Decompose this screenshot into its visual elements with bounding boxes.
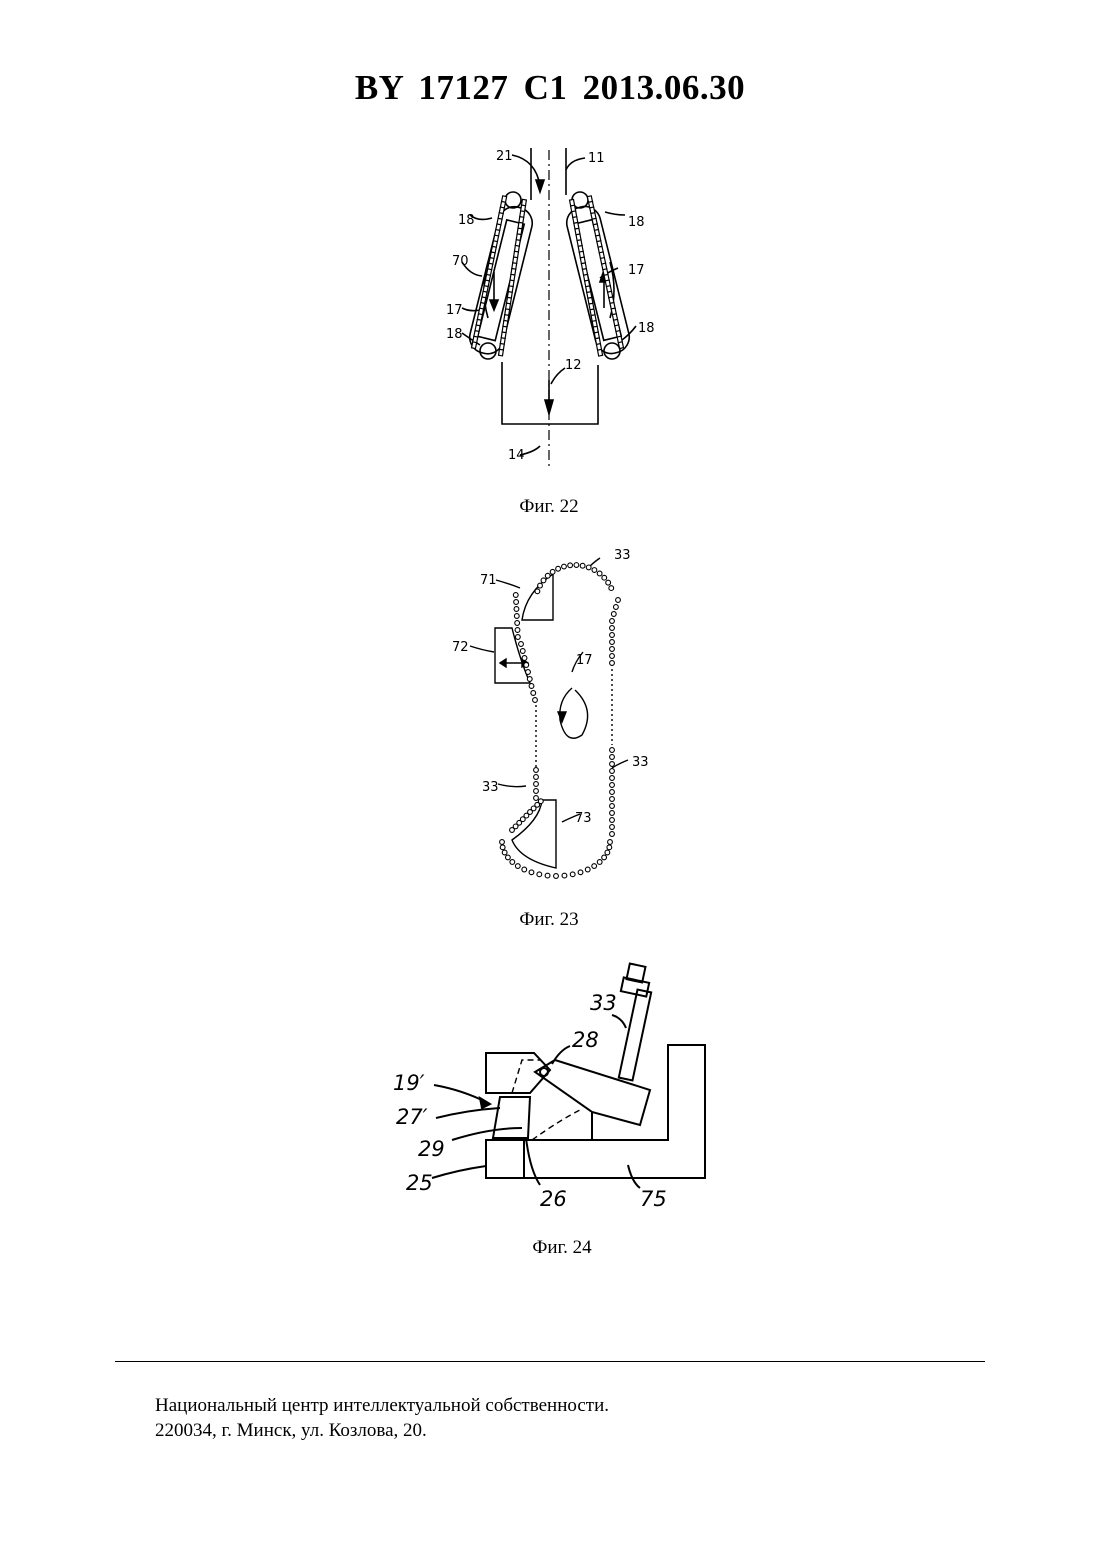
fig24-label-25: 25 bbox=[406, 1171, 433, 1195]
fig24-label-27prime: 27′ bbox=[396, 1105, 428, 1129]
footer-line-organization: Национальный центр интеллектуальной собс… bbox=[155, 1393, 609, 1418]
fig24-label-28: 28 bbox=[572, 1028, 599, 1052]
footer-divider bbox=[115, 1361, 985, 1362]
fig24-label-33: 33 bbox=[590, 991, 617, 1015]
fig24-label-29: 29 bbox=[418, 1137, 445, 1161]
footer-line-address: 220034, г. Минск, ул. Козлова, 20. bbox=[155, 1418, 609, 1443]
fig24-label-19prime: 19′ bbox=[393, 1071, 425, 1095]
fig24-label-26: 26 bbox=[540, 1187, 567, 1211]
footer: Национальный центр интеллектуальной собс… bbox=[155, 1393, 609, 1443]
figure-24-caption: Фиг. 24 bbox=[462, 1237, 662, 1259]
fig24-label-75: 75 bbox=[640, 1187, 667, 1211]
